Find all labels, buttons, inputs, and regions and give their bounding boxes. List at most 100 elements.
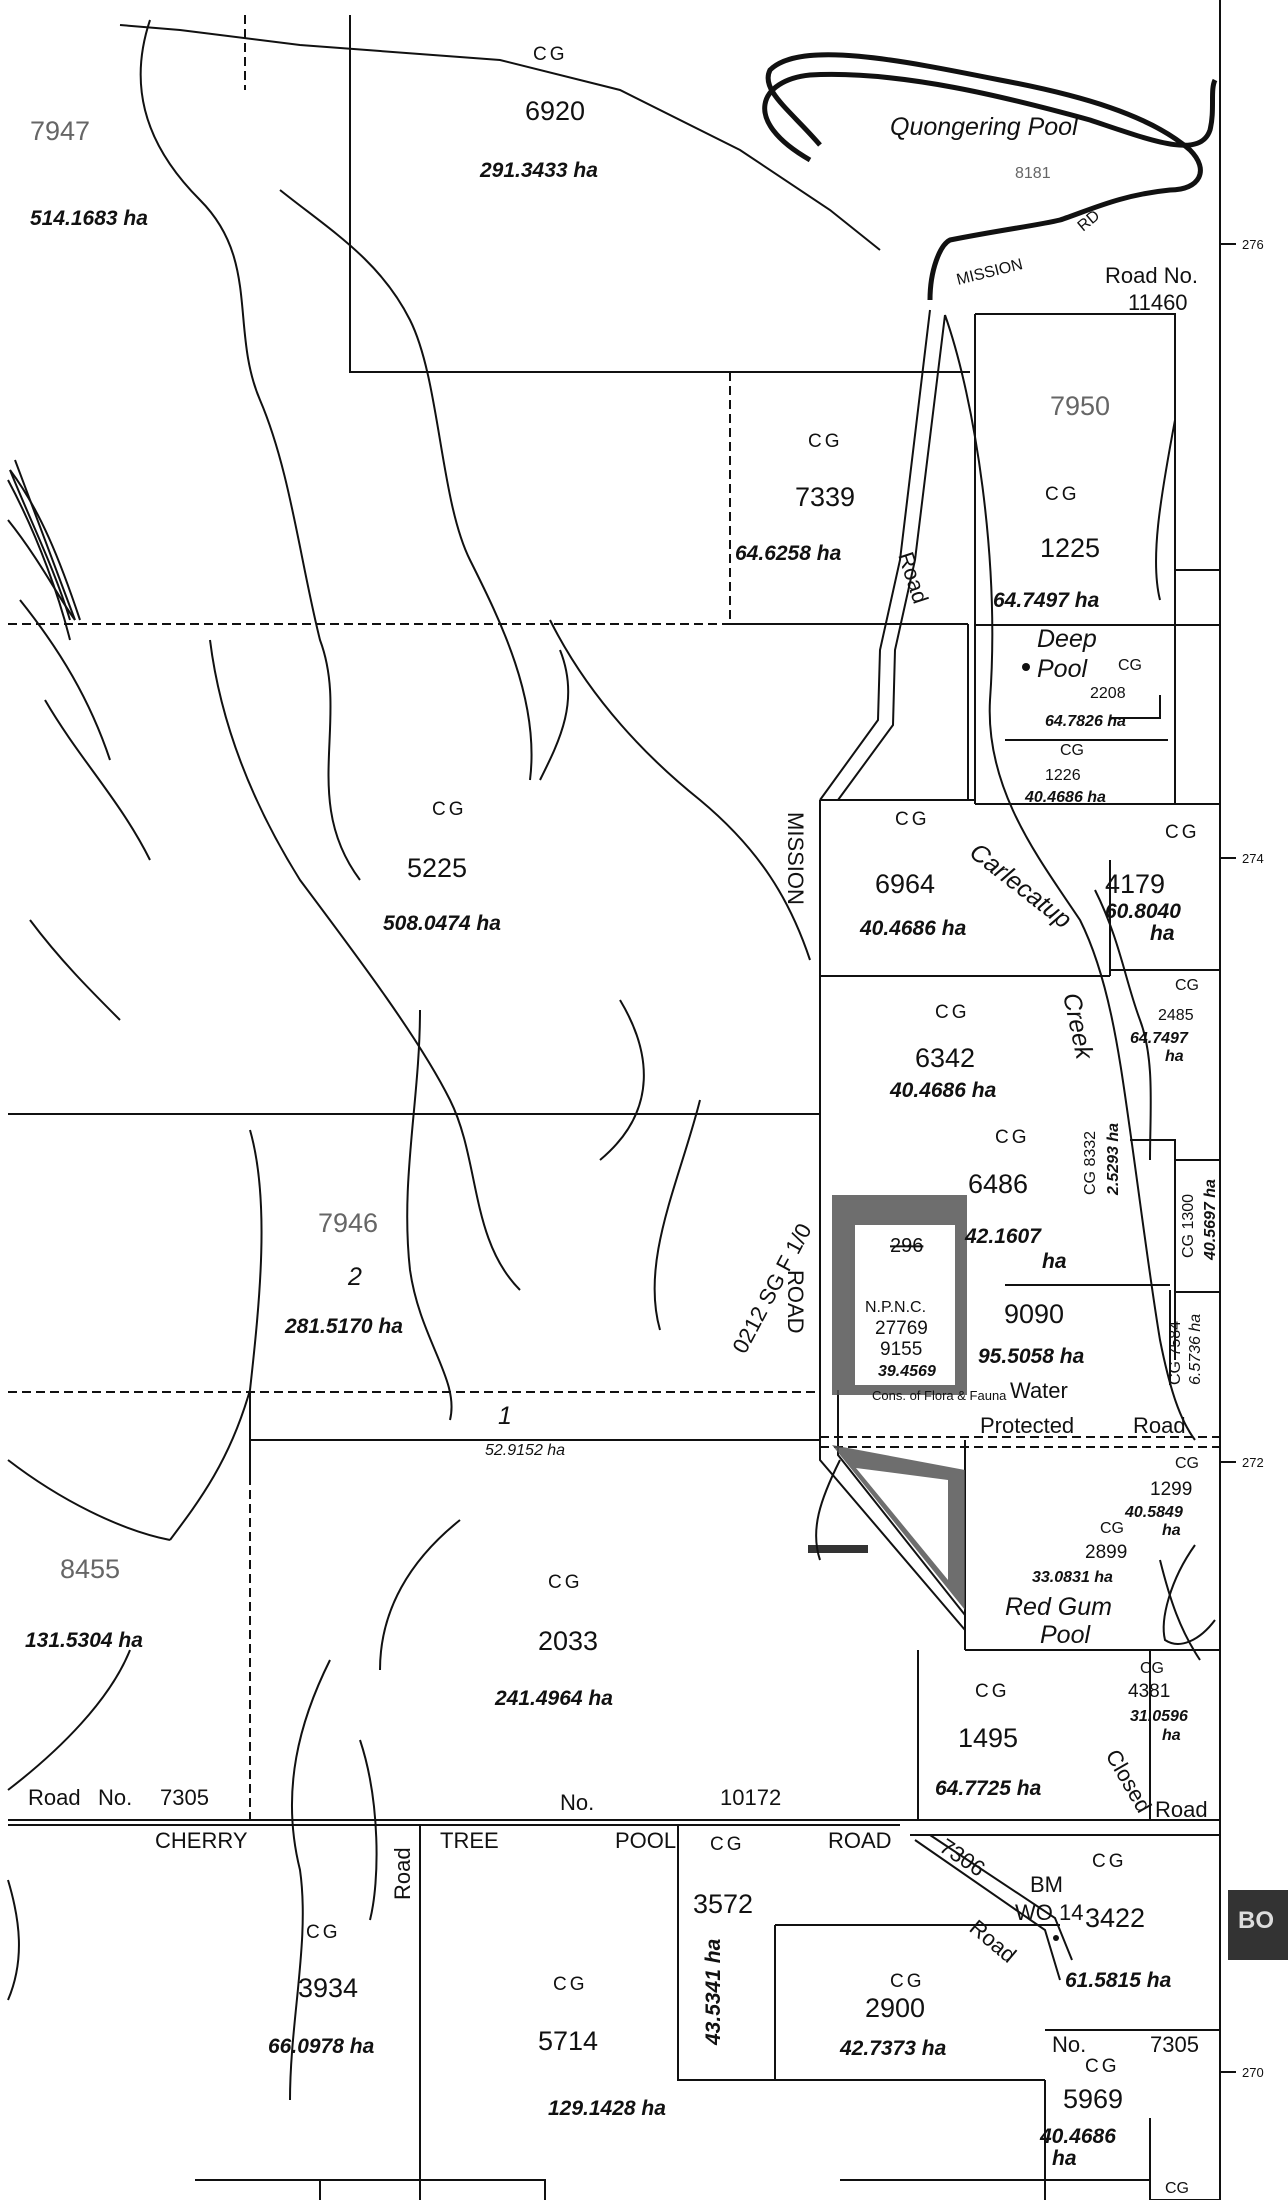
parcel-5225-code: CG (432, 799, 467, 820)
parcel-1225-code: CG (1045, 484, 1080, 505)
road-7305-label-b: No. (98, 1785, 132, 1810)
parcel-4179-area-unit: ha (1150, 922, 1175, 945)
parcel-6920-area: 291.3433 ha (479, 159, 598, 182)
edge-fragment: BO (1228, 1890, 1288, 1960)
mission-rd-label: MISSION (955, 256, 1025, 289)
road-vertical-label-2: ROAD (783, 1270, 808, 1334)
parcel-2485-area: 64.7497 (1130, 1030, 1189, 1047)
deep-pool-label-2: Pool (1037, 655, 1088, 683)
deep-pool-label-1: Deep (1037, 625, 1097, 653)
road-no-11460-label-2: 11460 (1128, 290, 1188, 315)
benchmark-label-2: WO 14 (1015, 1900, 1083, 1925)
grid-tick-274: 274 (1242, 851, 1264, 866)
parcel-3422-code: CG (1092, 1851, 1127, 1872)
parcel-1226-number: 1226 (1045, 767, 1081, 784)
parcel-1300-number: CG 1300 (1180, 1194, 1197, 1258)
parcel-6964-area: 40.4686 ha (859, 917, 967, 940)
parcel-5969-code: CG (1085, 2056, 1120, 2077)
parcel-3422-number: 3422 (1085, 1903, 1145, 1933)
no-7305-east-label-b: 7305 (1150, 2032, 1199, 2057)
parcel-2208-code: CG (1118, 657, 1142, 674)
tree-label: TREE (440, 1828, 499, 1853)
parcel-1299-area-unit: ha (1162, 1522, 1181, 1539)
parcel-4179-code: CG (1165, 822, 1200, 843)
red-gum-label-2: Pool (1040, 1621, 1091, 1649)
reserve-shading (808, 1195, 967, 1610)
road-7305-label-a: Road (28, 1785, 81, 1810)
parcel-7584-area: 6.5736 ha (1187, 1314, 1204, 1385)
parcel-9090-number: 9090 (1004, 1299, 1064, 1329)
parcel-4179-number: 4179 (1105, 869, 1165, 899)
no-10172-label-a: No. (560, 1790, 594, 1815)
parcel-6920-code: CG (533, 44, 568, 65)
road-7306-label-a: 7306 (935, 1833, 990, 1881)
drainage-lines (7, 19, 841, 2101)
grid-tick-276: 276 (1242, 237, 1264, 252)
parcel-7947-area: 514.1683 ha (30, 207, 148, 230)
parcel-2899-number: 2899 (1085, 1542, 1127, 1563)
parcel-4179-area: 60.8040 (1105, 900, 1181, 923)
parcel-3934-area: 66.0978 ha (268, 2035, 375, 2058)
parcel-1495-area: 64.7725 ha (935, 1777, 1042, 1800)
parcel-7584-number: CG 7584 (1167, 1321, 1184, 1385)
parcel-27769-struck: 296 (890, 1235, 923, 1257)
parcel-1495-number: 1495 (958, 1723, 1018, 1753)
parcel-8455-area: 131.5304 ha (25, 1629, 143, 1652)
grid-tick-272: 272 (1242, 1455, 1264, 1470)
parcel-2900-number: 2900 (865, 1993, 925, 2023)
mission-road (819, 309, 1073, 1981)
parcel-27769-code: N.P.N.C. (865, 1299, 926, 1316)
parcel-2208-number: 2208 (1090, 685, 1126, 702)
parcel-5714-number: 5714 (538, 2026, 598, 2056)
parcel-3422-area: 61.5815 ha (1065, 1969, 1172, 1992)
parcel-boundaries (8, 0, 1236, 2200)
parcel-27769-extra: 9155 (880, 1339, 922, 1360)
parcel-7339-number: 7339 (795, 482, 855, 512)
parcel-27769-area: 39.4569 (878, 1363, 936, 1380)
parcel-8455-number: 8455 (60, 1554, 120, 1584)
parcel-6342-number: 6342 (915, 1043, 975, 1073)
parcel-1299-code: CG (1175, 1455, 1199, 1472)
edge-fragment-text: BO (1238, 1907, 1274, 1934)
parcel-6486-area-unit: ha (1042, 1250, 1067, 1273)
benchmark-marker (1053, 1935, 1059, 1941)
parcel-2208-area: 64.7826 ha (1045, 713, 1126, 730)
parcel-1495-code: CG (975, 1681, 1010, 1702)
parcel-1226-code: CG (1060, 742, 1084, 759)
deep-pool-marker (1022, 663, 1030, 671)
parcel-5714-code: CG (553, 1974, 588, 1995)
road-vertical-label: Road (893, 549, 933, 607)
parcel-2899-code: CG (1100, 1520, 1124, 1537)
parcel-3572-area: 43.5341 ha (702, 1938, 725, 2046)
parcel-1299-area: 40.5849 (1124, 1504, 1183, 1521)
quongering-creek (119, 24, 1218, 301)
parcel-5714-area: 129.1428 ha (548, 2097, 666, 2120)
parcel-6342-code: CG (935, 1002, 970, 1023)
benchmark-label-1: BM (1030, 1872, 1063, 1897)
parcel-1226-area: 40.4686 ha (1024, 789, 1106, 806)
parcel-2033-area: 241.4964 ha (494, 1687, 613, 1710)
parcel-8181-number: 8181 (1015, 165, 1051, 182)
parcel-7946-sub: 2 (347, 1263, 362, 1291)
parcel-5225-number: 5225 (407, 853, 467, 883)
parcel-7339-area: 64.6258 ha (735, 542, 842, 565)
road-no-11460-label-1: Road No. (1105, 263, 1198, 288)
parcel-1-area: 52.9152 ha (485, 1442, 565, 1459)
grid-tick-labels: 276 274 272 270 (1242, 237, 1264, 2080)
parcel-labels: 7947 514.1683 ha CG 6920 291.3433 ha 818… (25, 44, 1219, 2197)
grid-tick-270: 270 (1242, 2065, 1264, 2080)
parcel-9090-note-water: Water (1010, 1378, 1068, 1403)
road-7306-label-b: Road (965, 1915, 1021, 1968)
parcel-1300-area: 40.5697 ha (1202, 1179, 1219, 1261)
parcel-6342-area: 40.4686 ha (889, 1079, 997, 1102)
parcel-7946-area: 281.5170 ha (284, 1315, 403, 1338)
parcel-6964-number: 6964 (875, 869, 935, 899)
no-7305-east-label-a: No. (1052, 2032, 1086, 2057)
parcel-6486-area: 42.1607 (964, 1225, 1042, 1248)
pool-label: POOL (615, 1828, 676, 1853)
quongering-pool-label: Quongering Pool (890, 113, 1079, 141)
parcel-6486-code: CG (995, 1127, 1030, 1148)
parcel-3934-code: CG (306, 1922, 341, 1943)
parcel-7339-code: CG (808, 431, 843, 452)
